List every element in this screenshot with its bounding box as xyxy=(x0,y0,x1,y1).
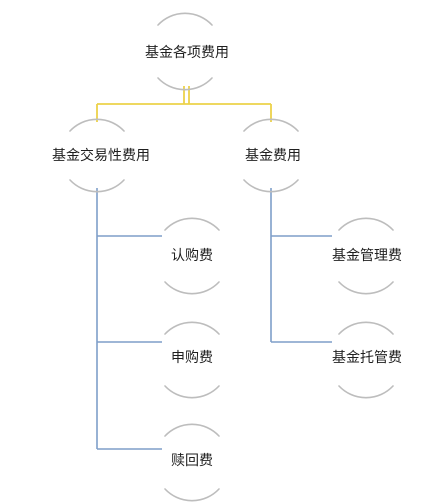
fund-expenses-label: 基金费用 xyxy=(245,147,301,164)
trading-fees-node: 基金交易性费用 xyxy=(52,118,150,193)
trading-fees-top-arc xyxy=(69,118,125,132)
redemption-fee-label: 赎回费 xyxy=(171,452,213,469)
redemption-fee-top-arc xyxy=(164,423,220,437)
management-fee-bottom-arc xyxy=(338,281,394,295)
redemption-fee-node: 赎回费 xyxy=(164,423,220,502)
purchase-fee-label: 申购费 xyxy=(171,350,213,366)
purchase-fee-node: 申购费 xyxy=(164,321,220,399)
subscription-fee-label: 认购费 xyxy=(171,248,213,264)
redemption-fee-bottom-arc xyxy=(164,488,220,502)
trading-fees-label: 基金交易性费用 xyxy=(52,147,150,164)
subscription-fee-node: 认购费 xyxy=(164,217,220,295)
custody-fee-label: 基金托管费 xyxy=(332,349,402,366)
custody-fee-node: 基金托管费 xyxy=(332,321,402,399)
trading-fees-bottom-arc xyxy=(69,179,125,193)
fund-expenses-node: 基金费用 xyxy=(243,118,301,193)
root-node-top-arc xyxy=(157,12,213,26)
management-fee-label: 基金管理费 xyxy=(332,247,402,264)
management-fee-top-arc xyxy=(338,217,394,231)
custody-fee-bottom-arc xyxy=(338,385,394,399)
purchase-fee-top-arc xyxy=(164,321,220,335)
fund-expenses-top-arc xyxy=(243,118,299,132)
custody-fee-top-arc xyxy=(338,321,394,335)
child-connectors xyxy=(96,188,332,450)
subscription-fee-top-arc xyxy=(164,217,220,231)
purchase-fee-bottom-arc xyxy=(164,385,220,399)
subscription-fee-bottom-arc xyxy=(164,281,220,295)
root-node-label: 基金各项费用 xyxy=(145,44,229,61)
management-fee-node: 基金管理费 xyxy=(332,217,402,295)
root-node: 基金各项费用 xyxy=(145,12,229,91)
root-connectors xyxy=(96,86,272,122)
root-node-bottom-arc xyxy=(157,77,213,91)
fund-expenses-bottom-arc xyxy=(243,179,299,193)
